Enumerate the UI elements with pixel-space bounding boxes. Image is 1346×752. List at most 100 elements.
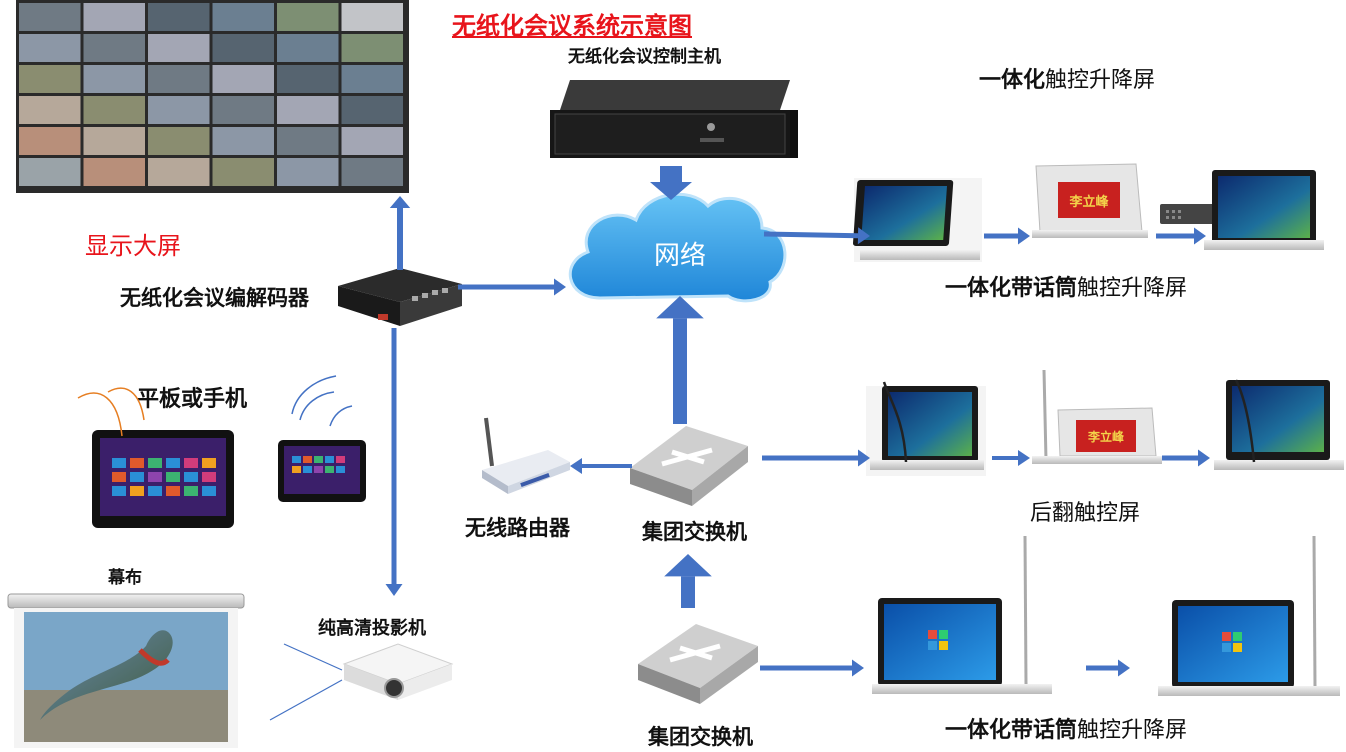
display-screen-label: 显示大屏 bbox=[85, 232, 181, 260]
wifi-signal-icon bbox=[299, 391, 335, 421]
video-wall-tile bbox=[277, 96, 339, 124]
arrow-flip-1-to-flip-2 bbox=[992, 450, 1030, 466]
video-wall-icon bbox=[16, 0, 409, 193]
video-wall-tile bbox=[212, 65, 274, 93]
projection-screen-label: 幕布 bbox=[108, 568, 142, 588]
arrow-lift-1-to-lift-2 bbox=[984, 227, 1030, 245]
flip-screen-label: 后翻触控屏 bbox=[1030, 501, 1141, 526]
video-wall-tile bbox=[148, 65, 210, 93]
arrow-codec-to-projector bbox=[385, 328, 403, 596]
wifi-signal-icon bbox=[329, 405, 353, 427]
mic-lift-screen-label-2: 一体化带话筒触控升降屏 bbox=[945, 712, 1187, 744]
video-wall-tile bbox=[341, 96, 403, 124]
mic-lift-screen-label-2-rest: 触控升降屏 bbox=[1077, 718, 1188, 743]
video-wall-tile bbox=[341, 127, 403, 155]
group-switch-label-1: 集团交换机 bbox=[642, 520, 747, 544]
arrow-switch-to-router bbox=[570, 458, 632, 474]
wireless-router-label: 无线路由器 bbox=[465, 516, 570, 540]
mic-lift-screen-label-1-rest: 触控升降屏 bbox=[1077, 276, 1188, 301]
codec-label: 无纸化会议编解码器 bbox=[120, 286, 309, 310]
video-wall-tile bbox=[277, 65, 339, 93]
video-wall-tile bbox=[83, 96, 145, 124]
nameplate-icon: 李立峰 bbox=[1032, 163, 1148, 238]
video-wall-tile bbox=[19, 158, 81, 186]
router-icon bbox=[482, 417, 570, 494]
projection-beam bbox=[269, 679, 343, 721]
group-switch-label-2: 集团交换机 bbox=[648, 725, 753, 749]
laptop-screen-icon bbox=[1158, 535, 1340, 696]
video-wall-tile bbox=[212, 127, 274, 155]
tablet-phone-label: 平板或手机 bbox=[137, 387, 248, 412]
video-wall-tile bbox=[148, 158, 210, 186]
nameplate-icon: 李立峰 bbox=[1032, 369, 1162, 464]
video-wall-tile bbox=[277, 127, 339, 155]
video-wall-tile bbox=[341, 65, 403, 93]
nameplate-name-1: 李立峰 bbox=[1068, 194, 1109, 210]
video-wall-tile bbox=[341, 158, 403, 186]
video-wall-tile bbox=[19, 3, 81, 31]
codec-box-icon bbox=[338, 268, 462, 326]
wifi-signal-icon bbox=[291, 375, 337, 415]
wifi-signal-icon bbox=[77, 392, 123, 437]
integrated-lift-screen-label: 一体化触控升降屏 bbox=[979, 62, 1155, 94]
lift-monitor-icon bbox=[853, 178, 982, 262]
video-wall-tile bbox=[19, 65, 81, 93]
video-wall-tile bbox=[19, 127, 81, 155]
video-wall-tile bbox=[212, 3, 274, 31]
video-wall-tile bbox=[83, 3, 145, 31]
mic-lift-screen-label-1: 一体化带话筒触控升降屏 bbox=[945, 270, 1187, 302]
arrow-laptop-1-to-laptop-2 bbox=[1086, 659, 1130, 677]
laptop-screen-icon bbox=[872, 535, 1052, 694]
lift-monitor-icon bbox=[1214, 379, 1344, 470]
video-wall-tile bbox=[19, 96, 81, 124]
arrow-switch2-to-switch1 bbox=[664, 554, 712, 608]
network-label: 网络 bbox=[654, 241, 706, 271]
video-wall-tile bbox=[212, 34, 274, 62]
microphone-icon bbox=[1042, 369, 1048, 461]
video-wall-tile bbox=[148, 34, 210, 62]
microphone-icon bbox=[1234, 379, 1256, 463]
tablet-icon bbox=[92, 430, 234, 528]
mic-lift-screen-label-2-bold: 一体化带话筒 bbox=[945, 718, 1078, 743]
server-icon bbox=[550, 80, 798, 158]
arrow-cloud-to-lift-1 bbox=[763, 227, 870, 245]
video-wall-tile bbox=[212, 96, 274, 124]
phone-icon bbox=[278, 440, 366, 502]
arrow-switch-to-cloud bbox=[656, 296, 704, 424]
projector-label: 纯高清投影机 bbox=[318, 618, 426, 639]
arrow-switch2-to-laptop bbox=[760, 659, 864, 677]
integrated-lift-screen-label-bold: 一体化 bbox=[979, 68, 1046, 93]
video-wall-tile bbox=[341, 3, 403, 31]
microphone-icon bbox=[1023, 535, 1028, 685]
video-wall-tile bbox=[83, 34, 145, 62]
arrow-flip-2-to-flip-3 bbox=[1162, 449, 1210, 467]
wifi-signal-icon bbox=[107, 387, 145, 421]
switch-icon bbox=[638, 624, 758, 704]
lift-monitor-icon bbox=[866, 381, 986, 476]
video-wall-tile bbox=[277, 3, 339, 31]
video-wall-tile bbox=[83, 127, 145, 155]
video-wall-tile bbox=[148, 3, 210, 31]
arrow-lift-2-to-lift-3 bbox=[1156, 227, 1206, 245]
integrated-lift-screen-label-rest: 触控升降屏 bbox=[1045, 68, 1156, 93]
projection-screen-icon bbox=[7, 593, 245, 748]
arrow-codec-to-cloud bbox=[458, 278, 566, 296]
projection-beam bbox=[283, 643, 343, 671]
cloud-icon bbox=[568, 192, 787, 303]
control-host-label: 无纸化会议控制主机 bbox=[568, 47, 721, 67]
diagram-title: 无纸化会议系统示意图 bbox=[452, 12, 692, 40]
video-wall-tile bbox=[148, 96, 210, 124]
microphone-icon bbox=[882, 381, 908, 463]
arrow-host-to-cloud bbox=[650, 166, 692, 200]
video-wall-tile bbox=[19, 34, 81, 62]
arrow-switch-to-flip-1 bbox=[762, 449, 870, 467]
video-wall-tile bbox=[277, 34, 339, 62]
video-wall-tile bbox=[277, 158, 339, 186]
microphone-icon bbox=[1312, 535, 1317, 687]
projector-icon bbox=[342, 643, 454, 700]
switch-icon bbox=[630, 426, 748, 506]
video-wall-tile bbox=[148, 127, 210, 155]
video-wall-tile bbox=[83, 158, 145, 186]
lift-monitor-icon bbox=[1160, 170, 1324, 250]
